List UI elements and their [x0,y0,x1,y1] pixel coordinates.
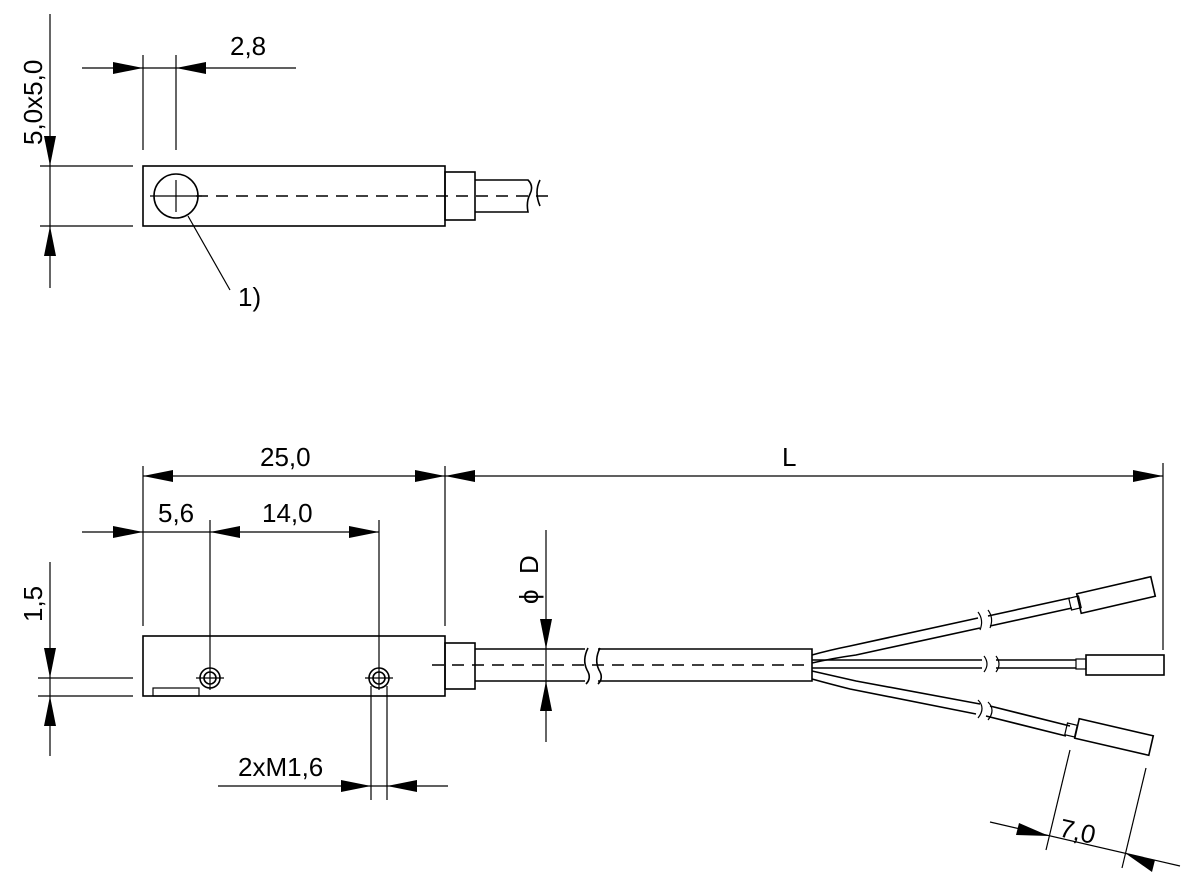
dim-hole-offset: 5,6 [158,498,194,528]
dim-body-length: 25,0 [260,442,311,472]
dim-cable-diameter: D [514,555,544,574]
top-view: 1) 2,8 5,0x5,0 [18,14,550,312]
dim-hole-spacing: 14,0 [262,498,313,528]
side-cable-break [583,647,603,685]
dim-diameter-symbol: ϕ [514,589,544,604]
dim-cable-length: L [782,442,796,472]
side-sensor-body [142,635,446,697]
dim-thread: 2xM1,6 [238,752,323,782]
side-view: 25,0 L 5,6 14,0 1,5 ϕ D 2xM1,6 [18,442,1181,872]
dim-section-size: 5,0x5,0 [18,60,48,145]
note-leader [187,215,231,291]
dim-height-offset: 1,5 [18,586,48,622]
side-cable-sleeve [444,642,476,690]
note-label: 1) [238,282,261,312]
wire-lower [811,670,1155,757]
wire-middle [812,654,1165,676]
side-cable-jacket [475,648,813,682]
side-marker [152,687,200,697]
dim-strip-length: 7,0 [1057,813,1099,850]
dim-top-offset: 2,8 [230,31,266,61]
wire-upper [811,575,1157,664]
top-cable [475,179,541,213]
